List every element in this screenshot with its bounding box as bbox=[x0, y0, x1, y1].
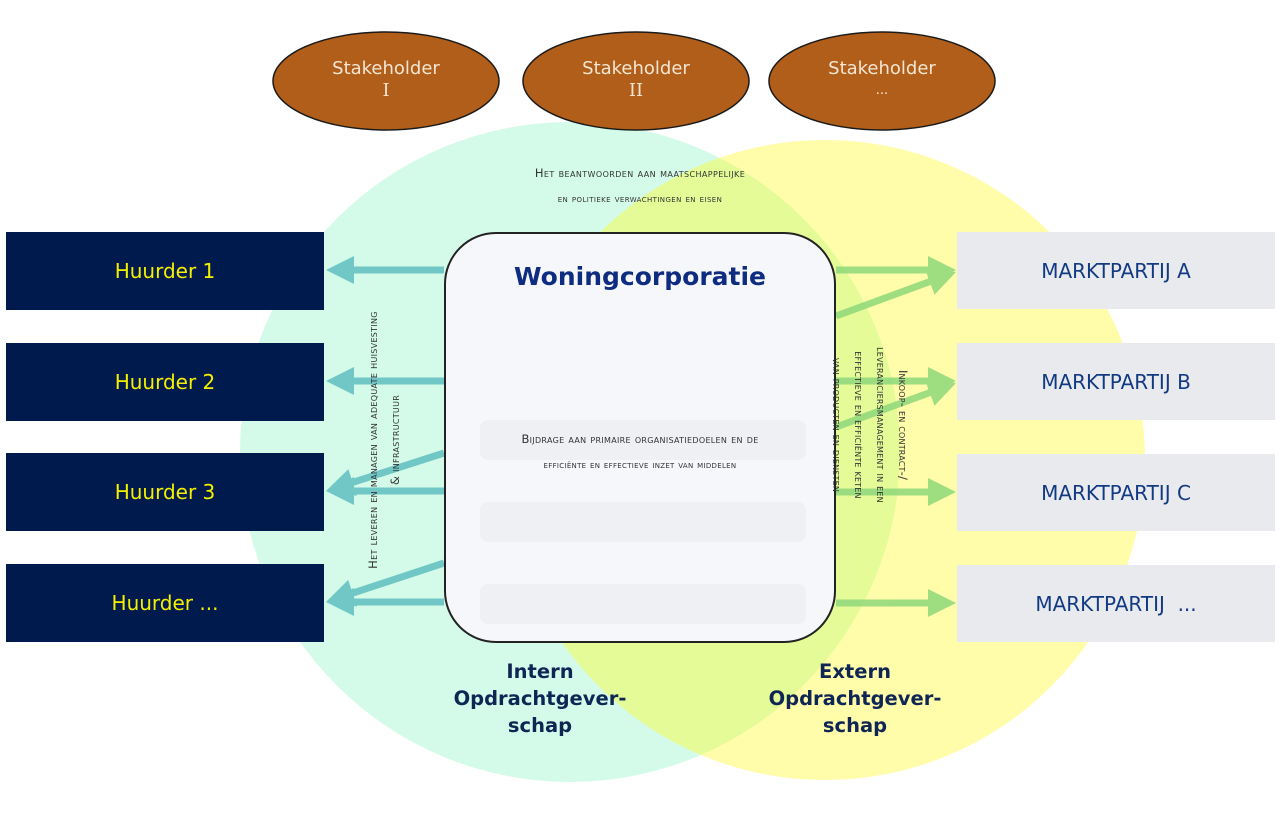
left-flow-text-line-1: Het leveren en managen van adequate huis… bbox=[366, 311, 380, 569]
market-party-box-a: MARKTPARTIJ A bbox=[957, 232, 1275, 309]
tenant-label: Huurder 3 bbox=[114, 480, 216, 504]
stakeholder-1: Stakeholder I bbox=[306, 58, 466, 102]
societal-text-line-2: en politieke verwachtingen en eisen bbox=[557, 193, 723, 205]
stakeholder-2-number: II bbox=[628, 80, 644, 101]
intern-line-3: schap bbox=[507, 714, 573, 737]
core-title: Woningcorporatie bbox=[514, 262, 766, 291]
stakeholder-ellipse bbox=[272, 31, 500, 131]
arrow-to-tenant-3-diagonal-head bbox=[326, 469, 357, 496]
arrow-to-market-a-diagonal bbox=[834, 278, 931, 320]
tenant-box-3: Huurder 3 bbox=[6, 453, 324, 531]
arrow-to-market-more-head bbox=[928, 589, 956, 617]
stakeholder-1-name: Stakeholder bbox=[332, 58, 440, 79]
arrow-to-tenant-4-diagonal bbox=[351, 559, 446, 597]
stakeholder-ellipse bbox=[768, 31, 996, 131]
arrow-to-tenant-1-head bbox=[326, 256, 354, 284]
tenant-label: Huurder 1 bbox=[114, 259, 216, 283]
tenant-box-1: Huurder 1 bbox=[6, 232, 324, 310]
market-party-label: MARKTPARTIJ ... bbox=[1035, 591, 1197, 616]
extern-zone-label: Extern Opdrachtgever- schap bbox=[755, 658, 955, 739]
stakeholder-2: Stakeholder II bbox=[556, 58, 716, 102]
left-flow-text-line-2: & infrastructuur bbox=[388, 394, 402, 486]
extern-line-1: Extern bbox=[819, 660, 891, 683]
intern-line-2: Opdrachtgever- bbox=[453, 687, 627, 710]
stakeholder-3: Stakeholder ... bbox=[802, 58, 962, 102]
right-flow-text-line-4: van producten en diensten bbox=[830, 357, 844, 493]
stakeholder-ellipse bbox=[522, 31, 750, 131]
market-party-label: MARKTPARTIJ A bbox=[1041, 258, 1191, 283]
core-band bbox=[480, 584, 806, 624]
core-band bbox=[480, 420, 806, 460]
tenant-box-2: Huurder 2 bbox=[6, 343, 324, 421]
tenant-box-4: Huurder ... bbox=[6, 564, 324, 642]
core-text-line-1: Bijdrage aan primaire organisatiedoelen … bbox=[521, 432, 759, 446]
core-description: Bijdrage aan primaire organisatiedoelen … bbox=[454, 426, 826, 478]
extern-line-2: Opdrachtgever- bbox=[768, 687, 942, 710]
market-party-label: MARKTPARTIJ C bbox=[1041, 480, 1191, 505]
core-band bbox=[480, 502, 806, 542]
societal-expectations-text: Het beantwoorden aan maatschappelijke en… bbox=[440, 160, 840, 212]
right-flow-text: Inkoop- en contract-/ leveranciersmanage… bbox=[826, 290, 914, 560]
intern-zone-label: Intern Opdrachtgever- schap bbox=[440, 658, 640, 739]
market-party-label: MARKTPARTIJ B bbox=[1041, 369, 1191, 394]
right-flow-text-line-3: effectieve en efficiënte keten bbox=[852, 351, 866, 499]
right-flow-text-line-2: leveranciersmanagement in een bbox=[874, 347, 888, 503]
arrow-to-market-a-diagonal-head bbox=[924, 268, 956, 295]
tenant-label: Huurder ... bbox=[111, 591, 219, 615]
stakeholder-2-name: Stakeholder bbox=[582, 58, 690, 79]
stakeholder-1-number: I bbox=[382, 80, 390, 101]
core-text-line-2: efficiënte en effectieve inzet van midde… bbox=[543, 459, 737, 471]
stakeholder-3-number: ... bbox=[875, 83, 889, 98]
arrow-to-market-c-head bbox=[928, 478, 956, 506]
intern-line-1: Intern bbox=[506, 660, 574, 683]
arrow-to-tenant-3-diagonal bbox=[351, 449, 446, 486]
arrow-to-tenant-4-diagonal-head bbox=[326, 579, 357, 607]
tenant-label: Huurder 2 bbox=[114, 370, 216, 394]
arrow-to-market-b-diagonal bbox=[834, 389, 931, 431]
market-party-box-b: MARKTPARTIJ B bbox=[957, 343, 1275, 420]
stakeholder-3-name: Stakeholder bbox=[828, 58, 936, 79]
arrow-to-tenant-2-head bbox=[326, 367, 354, 395]
woningcorporatie-box: Woningcorporatie Bijdrage aan primaire o… bbox=[444, 232, 836, 643]
extern-line-3: schap bbox=[822, 714, 888, 737]
market-party-box-more: MARKTPARTIJ ... bbox=[957, 565, 1275, 642]
arrow-to-market-b-diagonal-head bbox=[924, 379, 956, 406]
market-party-box-c: MARKTPARTIJ C bbox=[957, 454, 1275, 531]
societal-text-line-1: Het beantwoorden aan maatschappelijke bbox=[534, 166, 746, 180]
right-flow-text-line-1: Inkoop- en contract-/ bbox=[896, 369, 910, 481]
left-flow-text: Het leveren en managen van adequate huis… bbox=[362, 240, 406, 640]
